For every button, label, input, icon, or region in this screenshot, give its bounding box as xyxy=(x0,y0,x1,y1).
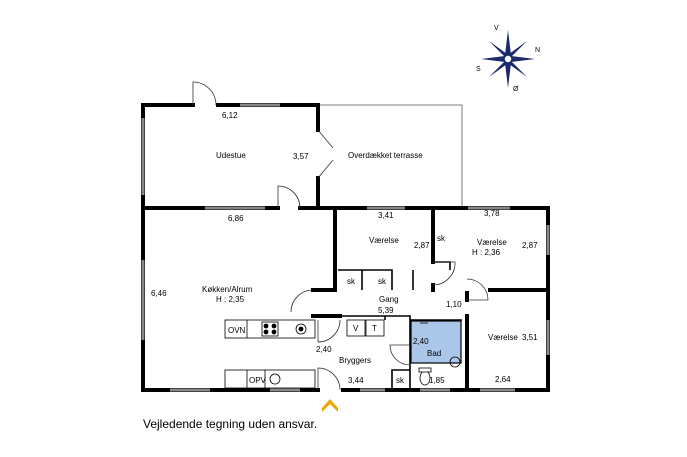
utility-counter xyxy=(224,369,316,389)
room-terrasse-name: Overdækket terrasse xyxy=(348,151,423,160)
utility-sink-icon xyxy=(269,373,281,385)
bathroom-fixtures xyxy=(418,322,461,386)
room-bedroom2-depth: 2,87 xyxy=(522,241,538,250)
bryggers-door xyxy=(317,319,341,343)
entrance-door xyxy=(317,367,341,391)
room-hall-depth: 1,10 xyxy=(446,300,462,309)
room-bedroom2-width: 3,78 xyxy=(484,209,500,218)
washer-label: V xyxy=(353,324,359,333)
windows xyxy=(141,103,550,392)
room-bedroom1-depth: 2,87 xyxy=(414,241,430,250)
kitchen-udestue-door xyxy=(277,185,301,209)
compass-rose: V N S Ø xyxy=(476,25,540,93)
room-kitchen-height: H : 2,35 xyxy=(216,295,245,304)
kitchen-counter xyxy=(224,319,316,339)
terrace-folding-door xyxy=(317,129,334,179)
closet-label-2: sk xyxy=(378,277,387,286)
bathroom-tile-area xyxy=(410,320,462,364)
room-udestue-depth: 3,57 xyxy=(293,152,309,161)
room-bath-width: 2,40 xyxy=(413,337,429,346)
compass-south-label: S xyxy=(476,66,481,73)
bedroom3-door xyxy=(466,278,489,301)
room-bedroom3-width: 2,64 xyxy=(495,375,511,384)
room-bedroom2-name: Værelse xyxy=(477,238,507,247)
room-bedroom1-width: 3,41 xyxy=(378,211,394,220)
bedroom2-door xyxy=(432,261,456,286)
laundry-appliances xyxy=(346,319,385,337)
room-hall-width: 5,39 xyxy=(378,306,394,315)
room-bedroom2-height: H : 2,36 xyxy=(472,248,501,257)
compass-north-label: N xyxy=(535,47,540,54)
room-bath-depth: 1,85 xyxy=(429,376,445,385)
dryer-label: T xyxy=(372,324,377,333)
cooktop-icon xyxy=(261,321,279,337)
room-bedroom3-depth: 3,51 xyxy=(522,333,538,342)
oven-label: OVN xyxy=(228,326,246,335)
washbasin-icon xyxy=(449,356,461,368)
bath-door xyxy=(389,344,411,366)
room-bedroom3-name: Værelse xyxy=(488,333,518,342)
room-utility-depth: 2,40 xyxy=(316,345,332,354)
closet-label-4: sk xyxy=(396,376,405,385)
room-udestue-width: 6,12 xyxy=(222,111,238,120)
dishwasher-label: OPV xyxy=(249,376,267,385)
room-bath-name: Bad xyxy=(427,349,441,358)
room-hall-name: Gang xyxy=(379,295,399,304)
room-kitchen-width: 6,86 xyxy=(228,214,244,223)
room-utility-width: 3,44 xyxy=(348,376,364,385)
room-kitchen-name: Køkken/Alrum xyxy=(202,285,253,294)
hall-door xyxy=(290,289,314,313)
compass-west-label: V xyxy=(494,25,499,32)
room-utility-name: Bryggers xyxy=(339,356,371,365)
sink-icon xyxy=(295,323,307,335)
closet-label-3: sk xyxy=(437,234,446,243)
compass-star-icon xyxy=(481,30,535,88)
terrace-outline xyxy=(318,104,463,208)
room-kitchen-depth: 6,46 xyxy=(151,289,167,298)
udestue-door xyxy=(192,81,217,106)
disclaimer-text: Vejledende tegning uden ansvar. xyxy=(143,417,317,431)
doors xyxy=(192,81,489,391)
room-udestue-name: Udestue xyxy=(216,151,246,160)
compass-east-label: Ø xyxy=(513,86,519,93)
closet-label-1: sk xyxy=(347,277,356,286)
room-bedroom1-name: Værelse xyxy=(369,236,399,245)
entrance-arrow-icon xyxy=(322,399,338,412)
